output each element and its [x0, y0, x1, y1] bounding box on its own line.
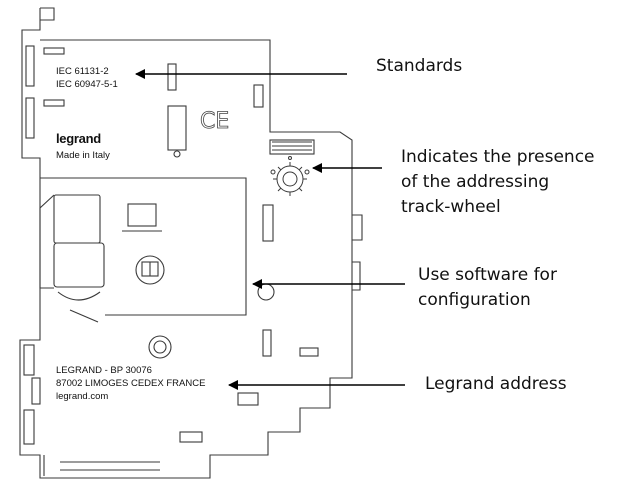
callout-trackwheel-line-1: Indicates the presence	[401, 147, 595, 167]
callout-trackwheel-line-3: track-wheel	[401, 197, 501, 217]
callout-software-line-2: configuration	[418, 290, 531, 310]
device-outline	[19, 7, 363, 479]
callout-trackwheel: Indicates the presence of the addressing…	[401, 145, 595, 220]
standard-2: IEC 60947-5-1	[56, 79, 118, 90]
address-line-1: LEGRAND - BP 30076	[56, 365, 152, 376]
callout-standards: Standards	[376, 56, 463, 76]
address-line-3: legrand.com	[56, 391, 109, 402]
track-wheel	[270, 156, 310, 196]
callout-trackwheel-line-2: of the addressing	[401, 172, 550, 192]
brand-logo: legrand	[56, 131, 101, 146]
callout-address: Legrand address	[425, 374, 567, 394]
callout-software: Use software for configuration	[418, 263, 557, 313]
callout-software-line-1: Use software for	[418, 265, 557, 285]
made-in-label: Made in Italy	[56, 150, 110, 161]
standard-1: IEC 61131-2	[56, 66, 109, 77]
ce-mark: CE	[200, 109, 229, 134]
address-line-2: 87002 LIMOGES CEDEX FRANCE	[56, 378, 206, 389]
